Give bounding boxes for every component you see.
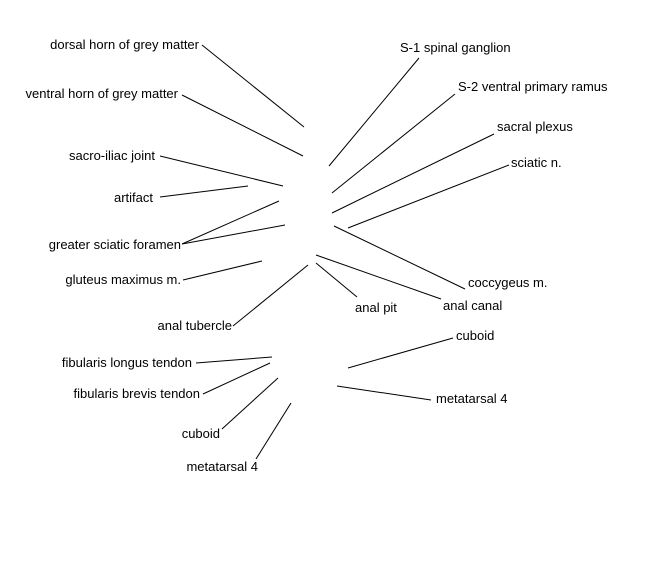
leader-sacral-plexus: [331, 133, 495, 214]
leader-s2-ventral-primary-ramus: [331, 93, 456, 194]
leader-cuboid-left: [221, 377, 279, 430]
label-gluteus-maximus: gluteus maximus m.: [65, 272, 181, 287]
label-s2-ventral-primary-ramus: S-2 ventral primary ramus: [458, 79, 608, 94]
label-artifact: artifact: [113, 190, 153, 205]
label-fibularis-brevis-tendon: fibularis brevis tendon: [73, 386, 200, 401]
leader-greater-sciatic-foramen-lower: [181, 224, 286, 245]
label-fibularis-longus-tendon: fibularis longus tendon: [61, 355, 192, 370]
label-sciatic-nerve: sciatic n.: [511, 155, 562, 170]
label-greater-sciatic-foramen: greater sciatic foramen: [48, 237, 181, 252]
label-sacral-plexus: sacral plexus: [497, 119, 573, 134]
label-metatarsal4-right: metatarsal 4: [436, 391, 508, 406]
label-sacroiliac-joint: sacro-iliac joint: [69, 148, 155, 163]
leader-fibularis-brevis: [202, 362, 271, 395]
leader-anal-pit: [315, 262, 358, 298]
leader-anal-tubercle: [232, 264, 309, 327]
label-metatarsal4-left: metatarsal 4: [186, 459, 258, 474]
leader-greater-sciatic-foramen-upper: [181, 200, 280, 245]
leader-gluteus-maximus: [182, 260, 263, 281]
label-s1-spinal-ganglion: S-1 spinal ganglion: [400, 40, 511, 55]
leader-coccygeus: [333, 225, 466, 290]
leader-s1-spinal-ganglion: [328, 57, 420, 167]
leader-ventral-horn: [181, 94, 304, 157]
label-dorsal-horn: dorsal horn of grey matter: [50, 37, 199, 52]
label-cuboid-right: cuboid: [456, 328, 495, 343]
label-ventral-horn: ventral horn of grey matter: [25, 86, 178, 101]
label-cuboid-left: cuboid: [181, 426, 220, 441]
label-anal-canal: anal canal: [443, 298, 503, 313]
label-anal-pit: anal pit: [355, 300, 397, 315]
leader-cuboid-right: [347, 337, 454, 369]
leader-sciatic-nerve: [347, 164, 510, 229]
leader-dorsal-horn: [201, 44, 305, 128]
leader-anal-canal: [315, 254, 442, 300]
leader-sacroiliac-joint: [159, 155, 284, 187]
label-coccygeus: coccygeus m.: [468, 275, 548, 290]
label-anal-tubercle: anal tubercle: [157, 318, 232, 333]
leader-metatarsal4-left: [255, 402, 292, 460]
leader-metatarsal4-right: [336, 385, 432, 401]
leader-artifact: [159, 185, 249, 198]
leader-fibularis-longus: [195, 356, 273, 364]
